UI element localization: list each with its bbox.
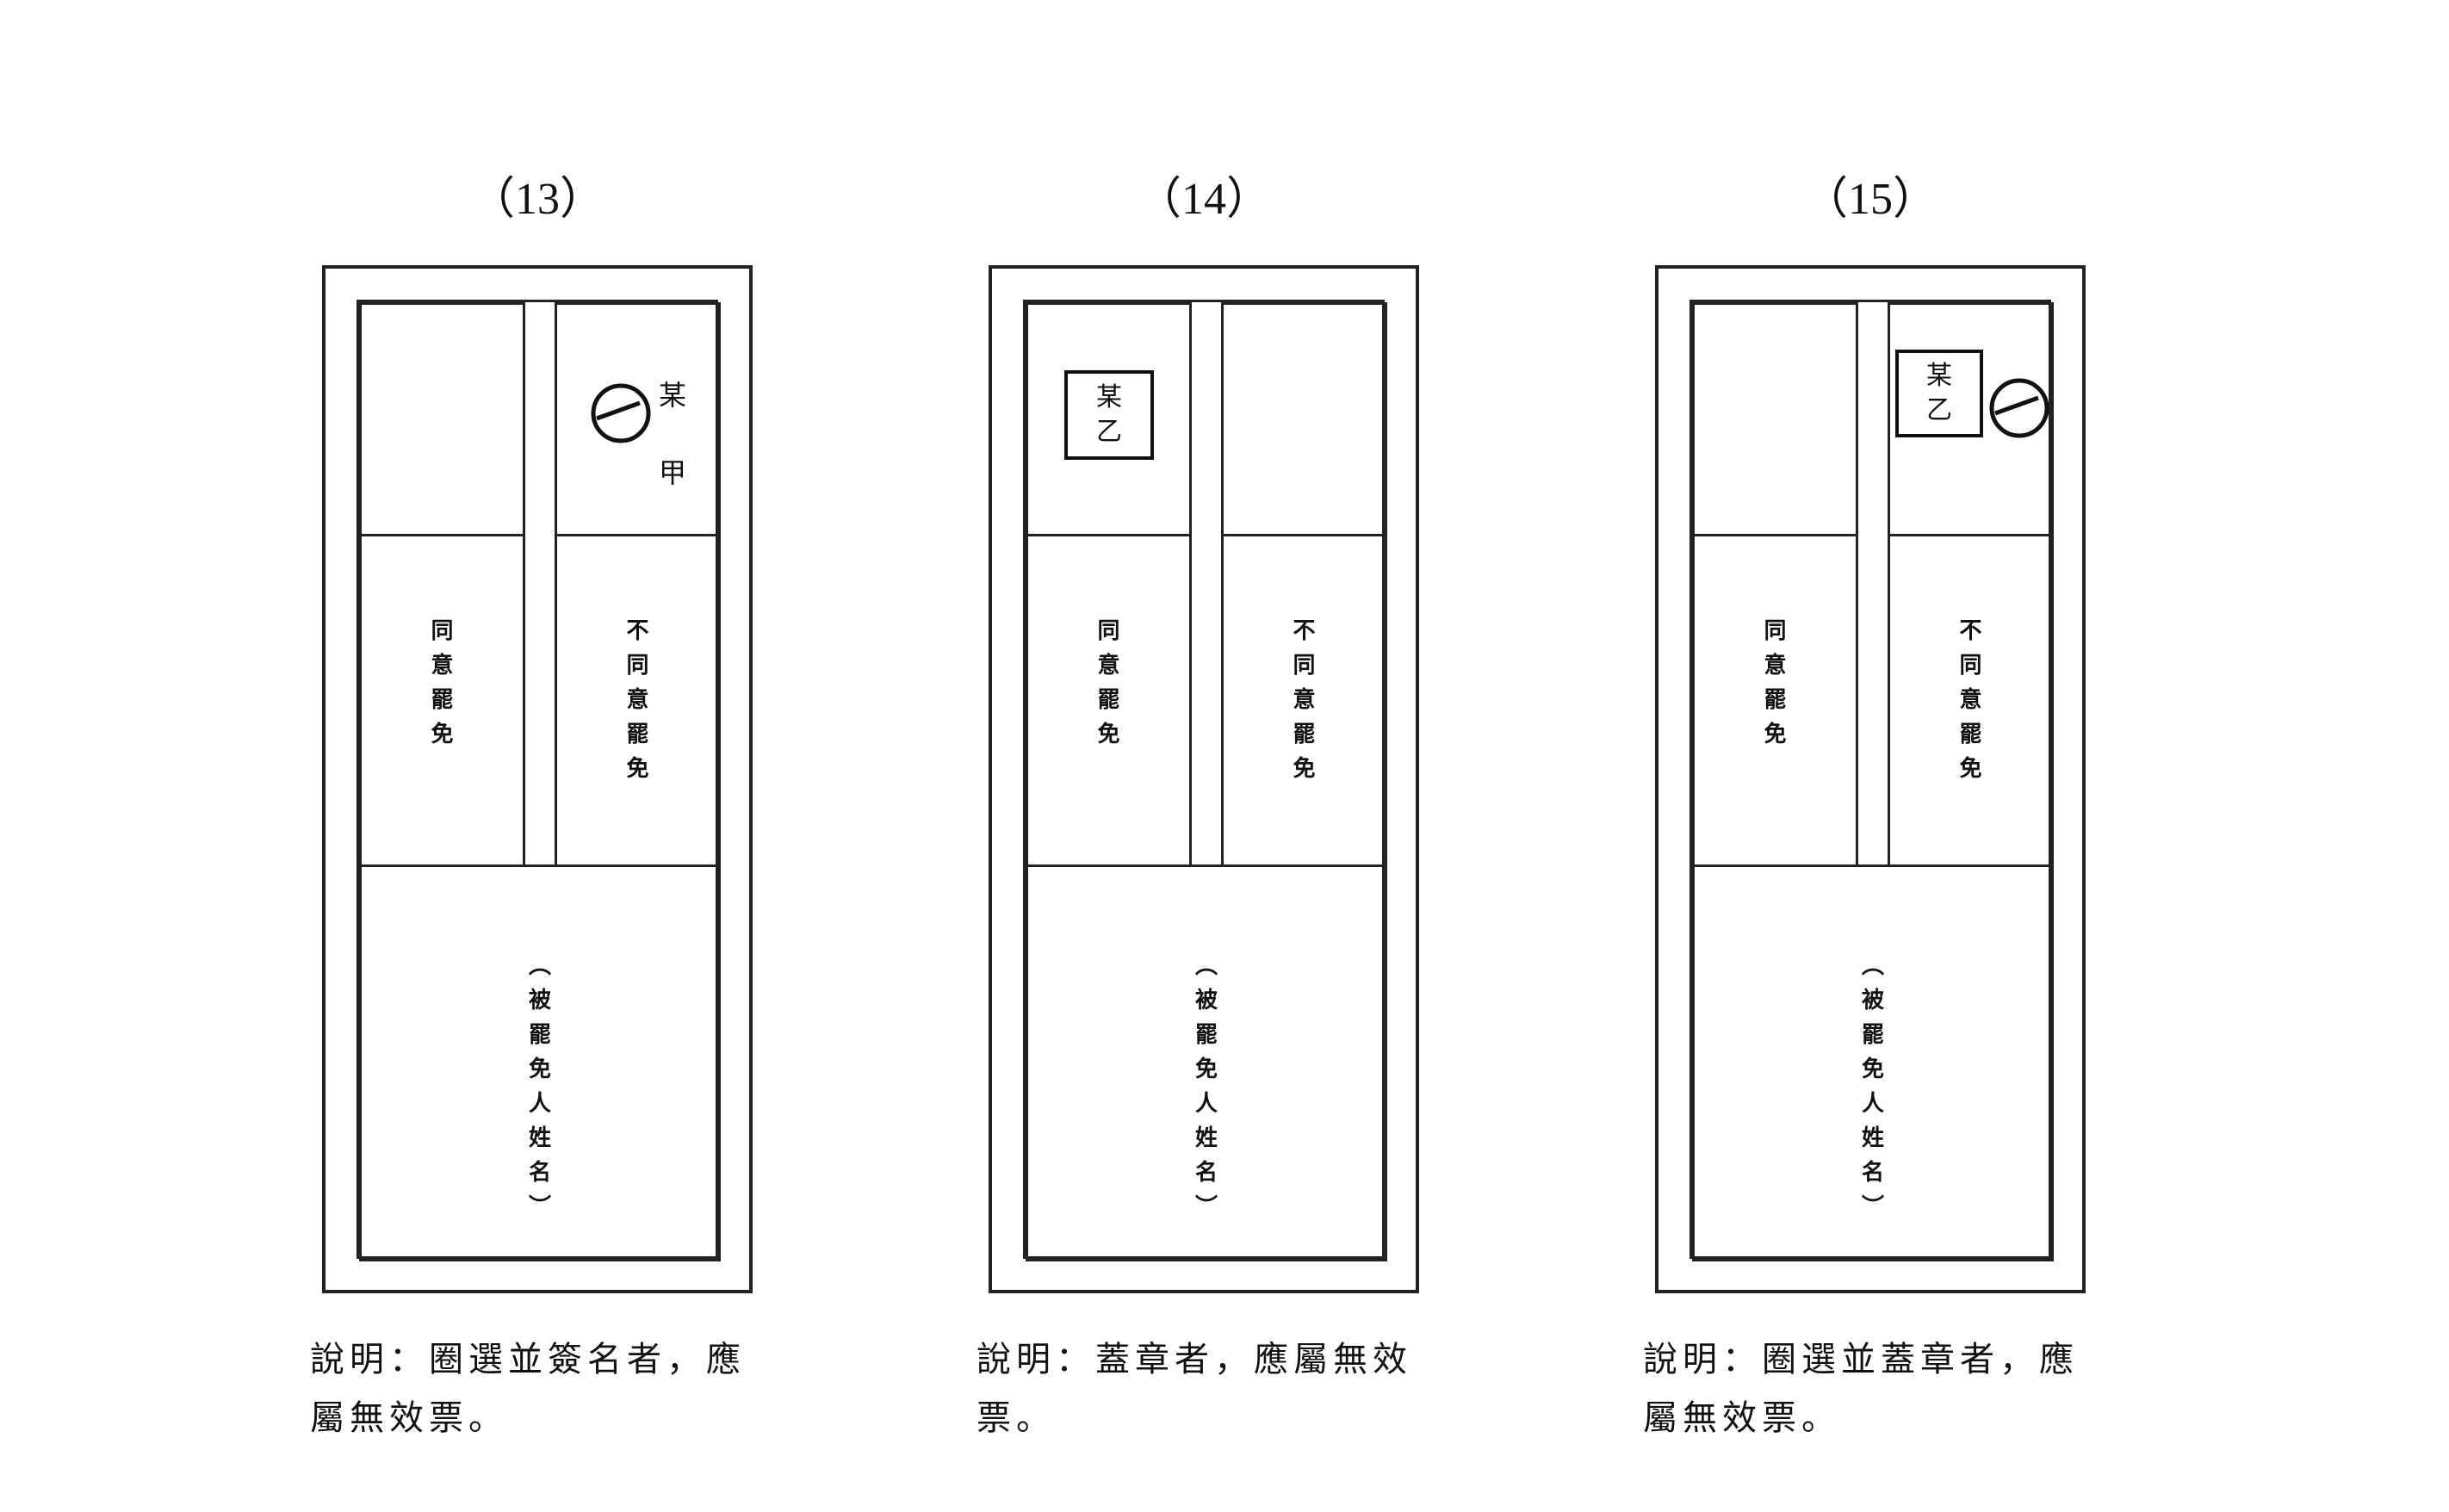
seal-stamp-icon: 某 乙 [1064, 370, 1154, 460]
agree-label-box: 同意罷免 [1692, 534, 1858, 867]
signature-mark: 某 甲 [659, 379, 687, 489]
agree-mark-box [359, 302, 525, 536]
agree-mark-box: 某 乙 [1026, 302, 1192, 536]
disagree-mark-box [1221, 302, 1387, 536]
caption: 說明：圈選並簽名者，應 屬無效票。 [310, 1340, 746, 1438]
panel-number: （14） [1136, 175, 1271, 224]
disagree-label-box: 不同意罷免 [1888, 534, 2054, 867]
disagree-mark-box: 某 乙 [1888, 302, 2054, 536]
disagree-label: 不同意罷免 [626, 618, 649, 782]
circle-mark-icon [591, 383, 651, 443]
agree-label: 同意罷免 [431, 618, 454, 747]
panel-14: （14） 某 乙 同意罷免 不同意罷免 ︵被罷 [902, 0, 1505, 1512]
ballot-inner-frame: 某 乙 同意罷免 不同意罷免 ︵被罷免人姓名︶ [1023, 300, 1387, 1261]
candidate-name-label: ︵被罷免人姓名︶ [1194, 953, 1218, 1220]
disagree-mark-box: 某 甲 [555, 302, 721, 536]
ballot-outer-frame: 某 甲 同意罷免 不同意罷免 ︵被罷免人姓名︶ [322, 265, 753, 1293]
disagree-label-box: 不同意罷免 [555, 534, 721, 867]
caption: 說明：蓋章者，應屬無效 票。 [976, 1340, 1412, 1438]
agree-label: 同意罷免 [1097, 618, 1120, 747]
agree-mark-box [1692, 302, 1858, 536]
candidate-name-box: ︵被罷免人姓名︶ [1026, 864, 1387, 1261]
panel-15: （15） 某 乙 同意罷免 不同意罷免 [1569, 0, 2172, 1512]
agree-label-box: 同意罷免 [359, 534, 525, 867]
agree-label: 同意罷免 [1764, 618, 1787, 747]
ballot-outer-frame: 某 乙 同意罷免 不同意罷免 ︵被罷免人姓名︶ [989, 265, 1419, 1293]
circle-mark-icon [1989, 378, 2049, 438]
panel-number: （13） [469, 175, 604, 224]
panel-number: （15） [1802, 175, 1938, 224]
disagree-label: 不同意罷免 [1293, 618, 1316, 782]
panel-13: （13） 某 甲 同意罷免 不同意罷免 [236, 0, 839, 1512]
candidate-name-label: ︵被罷免人姓名︶ [1861, 953, 1884, 1220]
ballot-outer-frame: 某 乙 同意罷免 不同意罷免 ︵被罷免人姓名︶ [1655, 265, 2086, 1293]
seal-stamp-icon: 某 乙 [1895, 350, 1983, 437]
ballot-inner-frame: 某 甲 同意罷免 不同意罷免 ︵被罷免人姓名︶ [356, 300, 721, 1261]
candidate-name-label: ︵被罷免人姓名︶ [528, 953, 551, 1220]
disagree-label: 不同意罷免 [1959, 618, 1982, 782]
candidate-name-box: ︵被罷免人姓名︶ [1692, 864, 2054, 1261]
candidate-name-box: ︵被罷免人姓名︶ [359, 864, 721, 1261]
agree-label-box: 同意罷免 [1026, 534, 1192, 867]
disagree-label-box: 不同意罷免 [1221, 534, 1387, 867]
caption: 說明：圈選並蓋章者，應 屬無效票。 [1643, 1340, 2079, 1438]
ballot-inner-frame: 某 乙 同意罷免 不同意罷免 ︵被罷免人姓名︶ [1690, 300, 2054, 1261]
